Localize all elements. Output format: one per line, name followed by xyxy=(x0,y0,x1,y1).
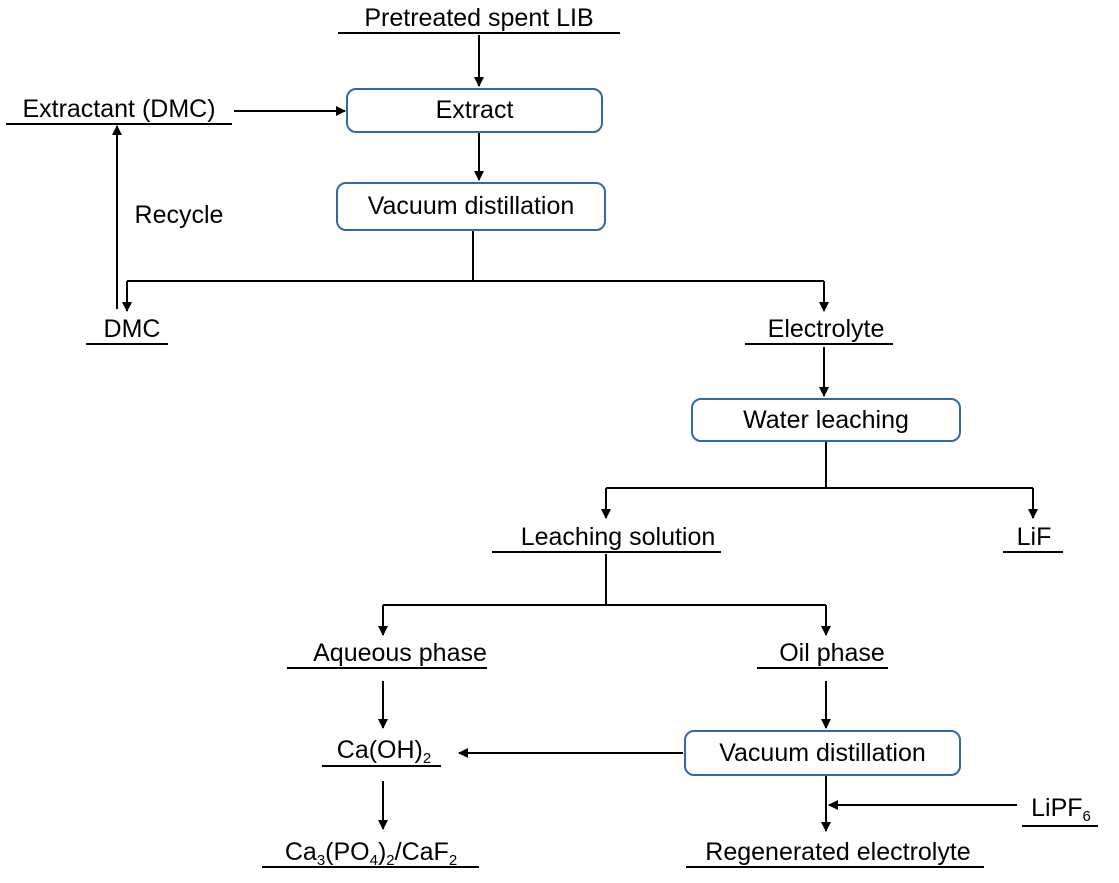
label-caoh2: Ca(OH)2 xyxy=(336,736,432,767)
label-recycle: Recycle xyxy=(134,201,224,229)
label-pretreated: Pretreated spent LIB xyxy=(364,4,594,32)
label-extractant: Extractant (DMC) xyxy=(22,95,216,123)
label-electrolyte: Electrolyte xyxy=(767,315,885,343)
label-regenerated: Regenerated electrolyte xyxy=(705,838,971,866)
process-box-vacuum-distillation-2: Vacuum distillation xyxy=(684,730,961,776)
label-lif: LiF xyxy=(1016,523,1052,551)
label-aqueous-phase: Aqueous phase xyxy=(313,639,487,667)
label-leaching-solution: Leaching solution xyxy=(520,523,716,551)
process-box-water-leaching: Water leaching xyxy=(691,398,961,442)
label-oil-phase: Oil phase xyxy=(779,639,885,667)
process-box-extract: Extract xyxy=(346,88,603,133)
label-lipf6: LiPF6 xyxy=(1031,794,1091,825)
label-dmc: DMC xyxy=(103,315,161,343)
process-box-vacuum-distillation-1: Vacuum distillation xyxy=(336,182,606,231)
label-product: Ca3(PO4)2/CaF2 xyxy=(284,838,458,869)
